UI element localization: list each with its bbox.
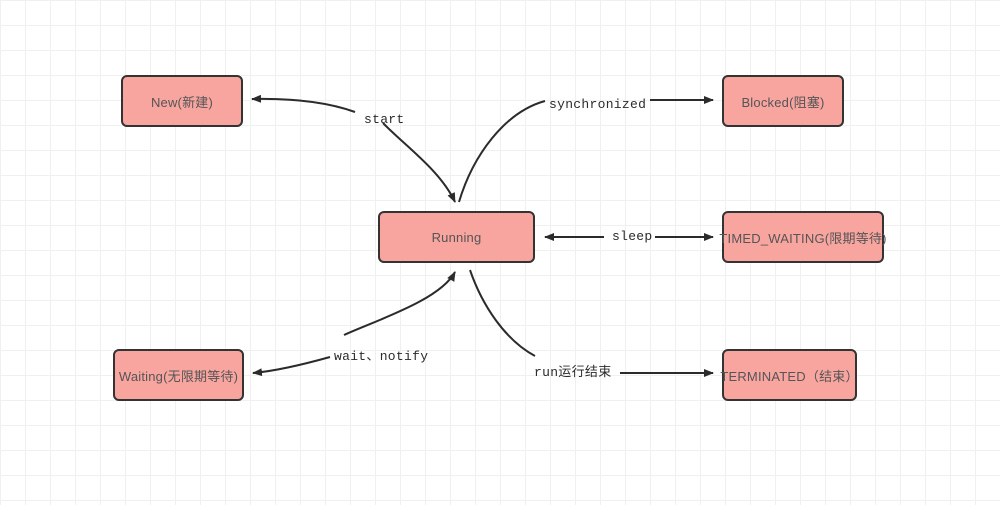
node-blocked[interactable]: Blocked(阻塞) xyxy=(722,75,844,127)
edge-waitnotify-path xyxy=(252,356,331,377)
node-waiting[interactable]: Waiting(无限期等待) xyxy=(113,349,244,401)
edge-label-sleep: sleep xyxy=(612,229,653,244)
node-timed-waiting[interactable]: TIMED_WAITING(限期等待) xyxy=(719,211,887,263)
edge-label-start: start xyxy=(364,112,405,127)
node-timed-waiting-label: TIMED_WAITING(限期等待) xyxy=(719,230,887,246)
edge-label-synchronized: synchronized xyxy=(549,97,647,112)
node-blocked-label: Blocked(阻塞) xyxy=(741,94,825,110)
node-terminated[interactable]: TERMINATED（结束） xyxy=(720,349,859,401)
edge-start-path xyxy=(251,94,356,113)
node-new-label: New(新建) xyxy=(150,94,214,110)
node-waiting-label: Waiting(无限期等待) xyxy=(118,368,239,384)
edge-start-tail xyxy=(382,122,456,203)
node-new[interactable]: New(新建) xyxy=(121,75,243,127)
edge-runend-tail xyxy=(469,269,536,357)
node-running[interactable]: Running xyxy=(378,211,535,263)
edge-label-wait-notify: wait、notify xyxy=(334,349,429,364)
edge-waitnotify-tail xyxy=(343,271,456,336)
node-terminated-label: TERMINATED（结束） xyxy=(720,368,859,384)
edge-synchronized-tail xyxy=(458,100,546,203)
edge-label-run-end: run运行结束 xyxy=(534,365,612,380)
node-running-label: Running xyxy=(431,229,482,245)
